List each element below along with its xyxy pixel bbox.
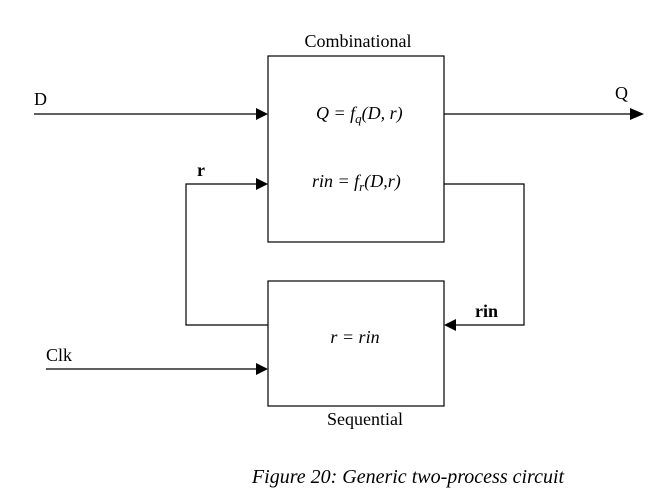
equation-q-lhs: Q = f: [316, 103, 358, 123]
rin-signal-label: rin: [475, 301, 498, 321]
equation-rin-rhs: (D,r): [364, 171, 401, 192]
rin-feedback-arrowhead: [444, 319, 456, 331]
combinational-label: Combinational: [305, 31, 412, 51]
equation-register: r = rin: [330, 327, 379, 347]
r-feedback-arrowhead: [256, 178, 268, 190]
equation-rin-subscript: r: [359, 179, 365, 194]
clk-signal-label: Clk: [46, 345, 72, 365]
d-signal-label: D: [34, 89, 47, 109]
sequential-block: [267, 280, 445, 407]
r-feedback-wire: [185, 183, 268, 326]
equation-q-subscript: q: [355, 111, 362, 126]
sequential-label: Sequential: [327, 409, 403, 429]
r-signal-label: r: [197, 160, 205, 180]
equation-q: Q = fq(D, r): [316, 103, 403, 126]
equation-rin-lhs: rin = f: [312, 171, 362, 191]
q-output-arrowhead: [630, 108, 644, 120]
clk-input-arrowhead: [256, 363, 268, 375]
d-input-arrowhead: [256, 108, 268, 120]
rin-feedback-wire: [444, 183, 525, 326]
q-signal-label: Q: [615, 83, 628, 103]
equation-q-rhs: (D, r): [362, 103, 403, 124]
combinational-block: [267, 55, 445, 243]
figure-caption: Figure 20: Generic two-process circuit: [251, 466, 565, 488]
equation-rin: rin = fr(D,r): [312, 171, 401, 194]
